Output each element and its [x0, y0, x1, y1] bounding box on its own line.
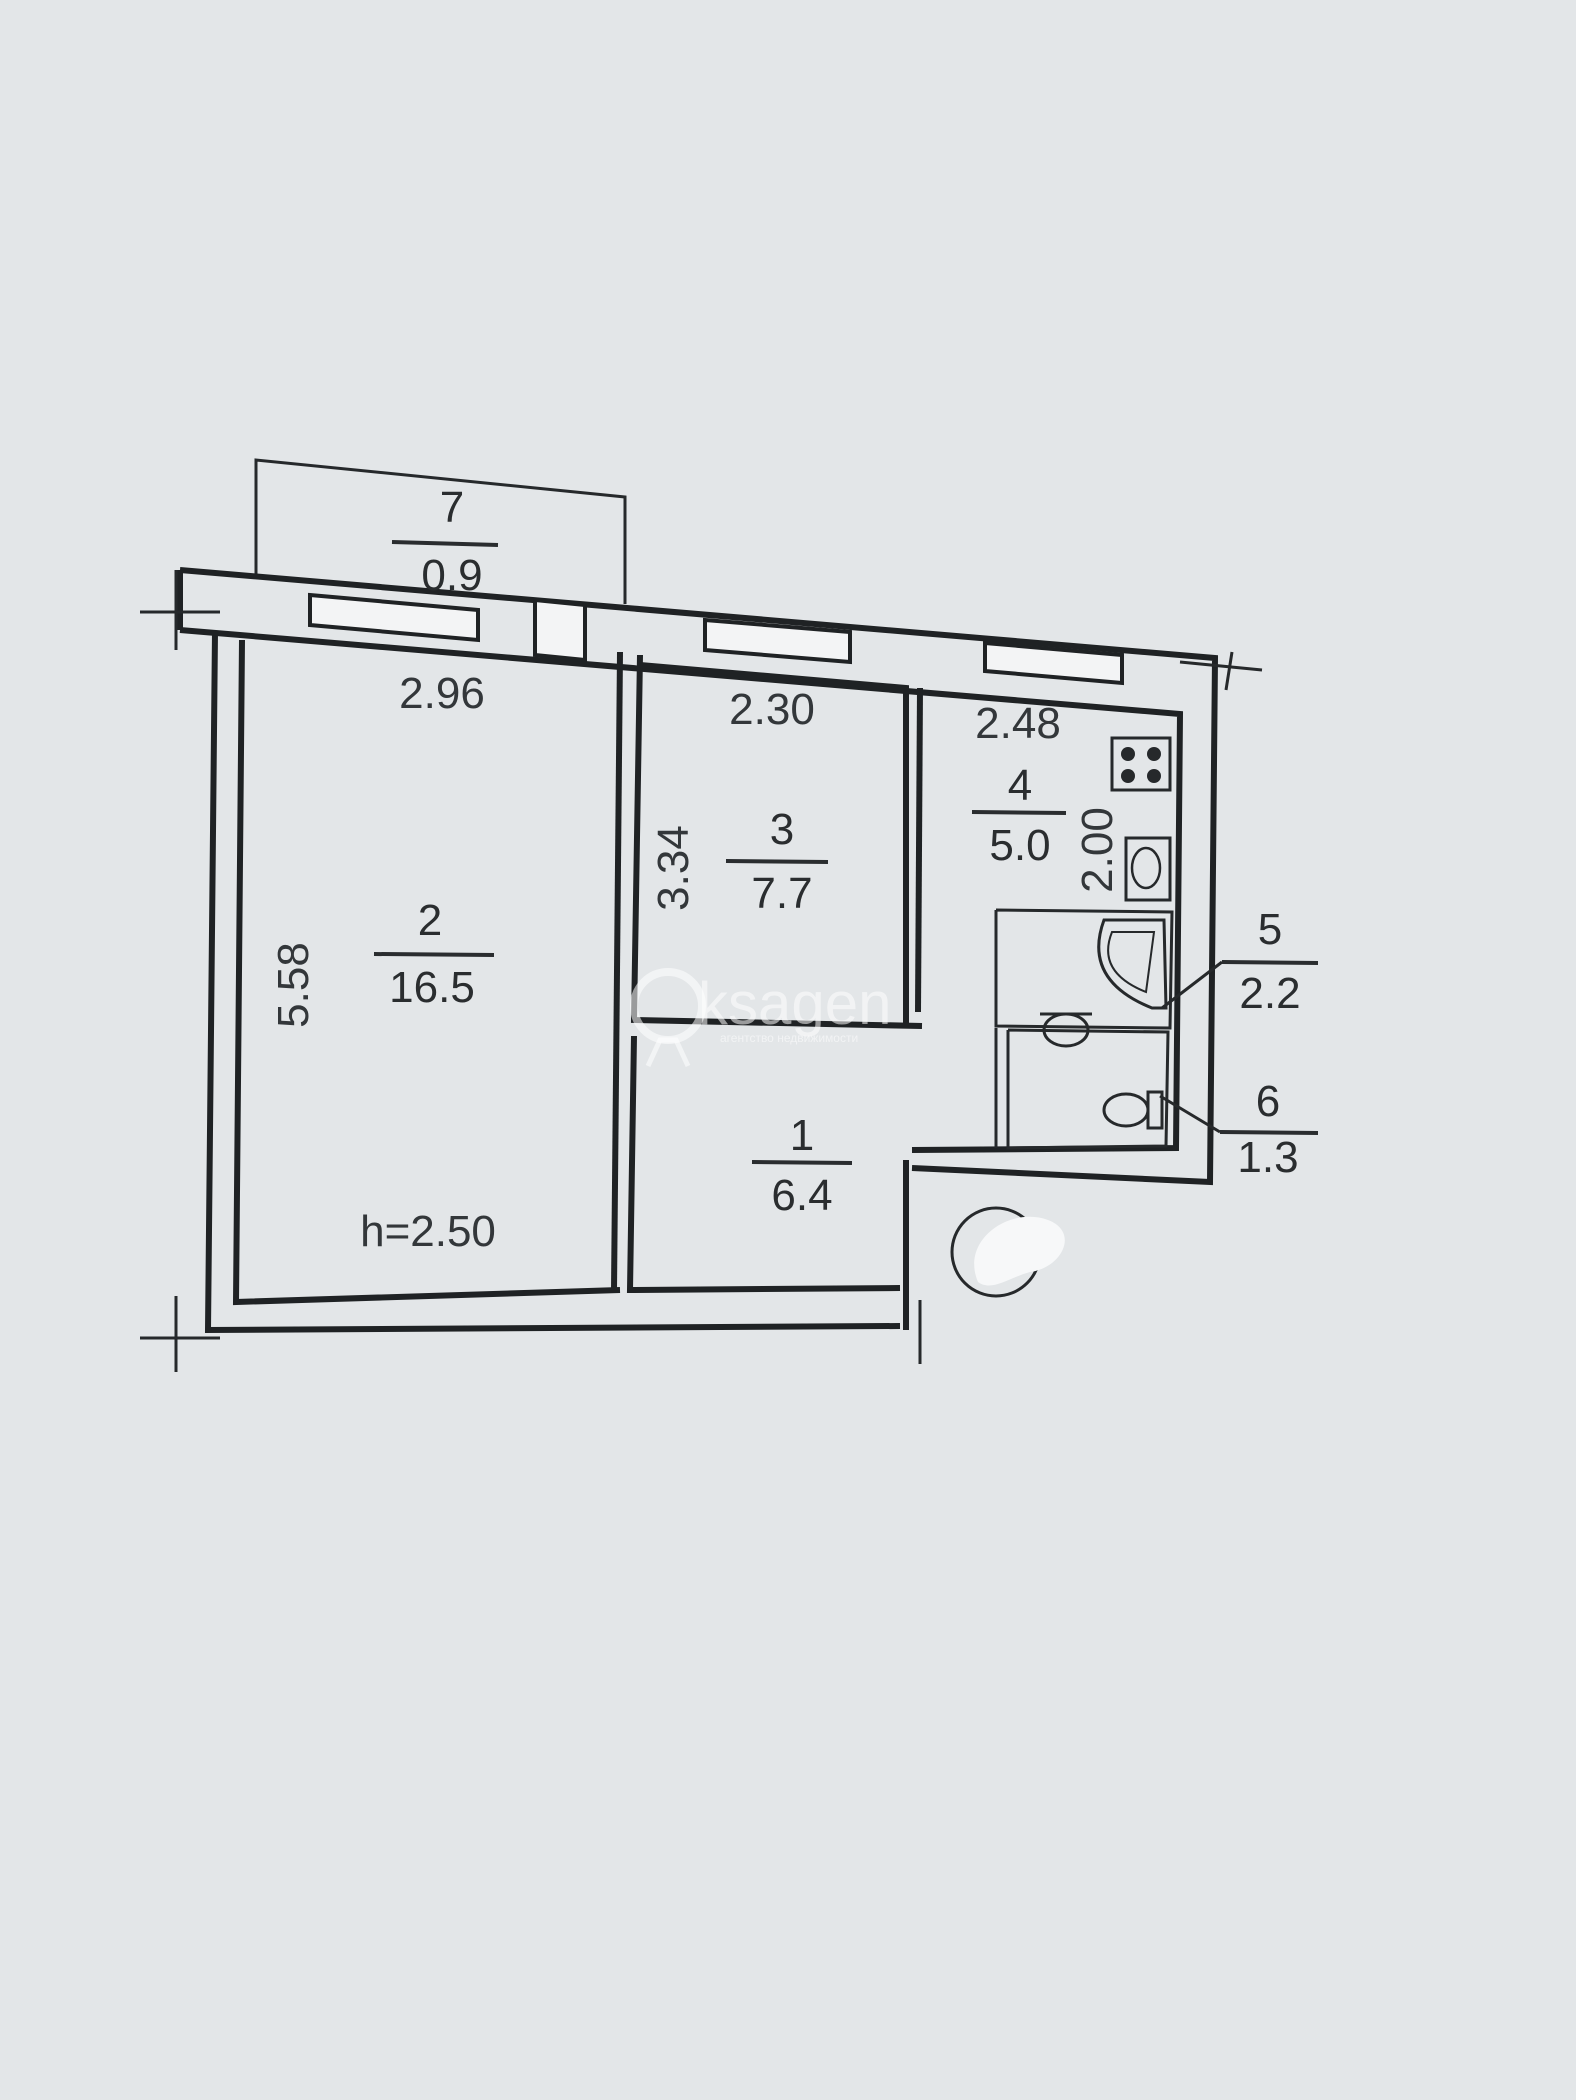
window-room-2: [308, 592, 480, 643]
dim-room3-length: 3.34: [649, 825, 698, 911]
dimensions: 2.96 5.58 2.30 3.34 2.48 2.00 h=2.50: [269, 669, 1122, 1256]
washbasin-icon: [1040, 1012, 1092, 1048]
dim-room2-length: 5.58: [269, 942, 318, 1028]
room-area: 6.4: [771, 1171, 832, 1220]
room-area: 5.0: [989, 821, 1050, 870]
windows: [308, 592, 1124, 686]
room-area: 16.5: [389, 963, 475, 1012]
watermark-tagline: агентство недвижимости: [720, 1031, 858, 1045]
axis-markers: [140, 570, 1263, 1372]
toilet-icon: [1102, 1090, 1164, 1130]
room-area: 2.2: [1239, 969, 1300, 1018]
watermark: ksagen агентство недвижимости: [630, 968, 891, 1068]
stamp-icon: [950, 1206, 1065, 1298]
room-label-6: 6 1.3: [1159, 1077, 1319, 1182]
room-number: 3: [770, 805, 794, 854]
room-label-5: 5 2.2: [1161, 905, 1319, 1018]
watermark-brand: ksagen: [698, 970, 891, 1037]
ceiling-height: h=2.50: [360, 1207, 496, 1256]
balcony-door: [533, 597, 587, 663]
dim-room4-length: 2.00: [1073, 807, 1122, 893]
room-number: 7: [440, 483, 464, 532]
room-area: 7.7: [751, 869, 812, 918]
room-label-3: 3 7.7: [725, 805, 829, 918]
room-label-4: 4 5.0: [971, 761, 1067, 870]
room-number: 6: [1256, 1077, 1280, 1126]
dim-room2-width: 2.96: [399, 669, 485, 718]
sink-icon: [1124, 836, 1172, 902]
room-number: 1: [790, 1111, 814, 1160]
house-logo-icon: [630, 968, 706, 1068]
window-room-3: [703, 617, 852, 665]
room-number: 2: [418, 896, 442, 945]
balcony: [254, 458, 627, 604]
window-room-4: [983, 640, 1124, 686]
room-number: 5: [1258, 905, 1282, 954]
room-number: 4: [1008, 761, 1032, 810]
room-label-7: 7 0.9: [391, 483, 499, 600]
room-area: 1.3: [1237, 1133, 1298, 1182]
stove-icon: [1110, 736, 1172, 792]
room-area: 0.9: [421, 551, 482, 600]
dim-room4-width: 2.48: [975, 699, 1061, 748]
bathtub-icon: [1097, 918, 1168, 1010]
room-label-2: 2 16.5: [373, 896, 495, 1012]
dim-room3-width: 2.30: [729, 685, 815, 734]
room-label-1: 1 6.4: [751, 1111, 853, 1220]
